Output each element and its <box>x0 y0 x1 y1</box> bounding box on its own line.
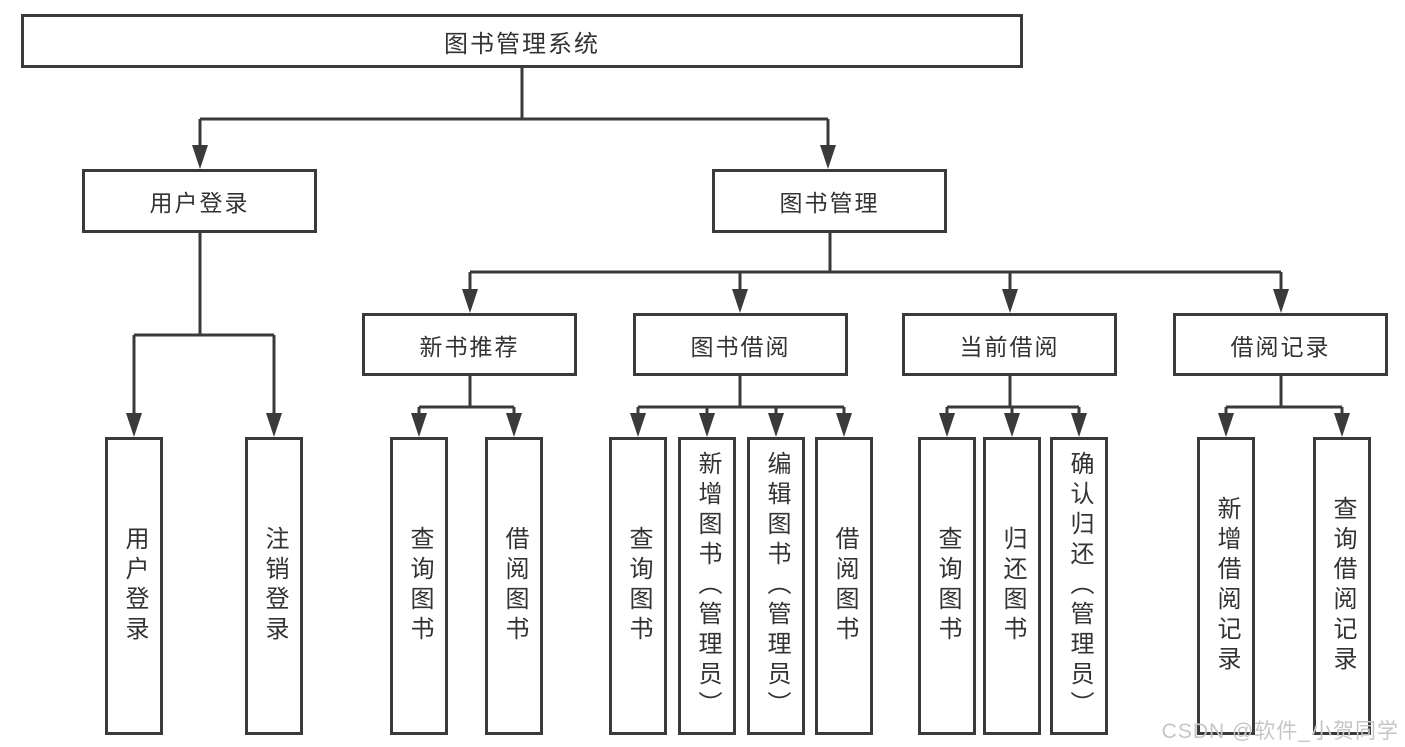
leaf-edit-books-admin: 编辑图书（管理员） <box>747 437 805 735</box>
leaf-label: 编辑图书（管理员） <box>763 451 790 721</box>
leaf-borrow-books: 借阅图书 <box>815 437 873 735</box>
leaf-label: 归还图书 <box>999 526 1026 646</box>
leaf-label: 查询图书 <box>406 526 433 646</box>
leaf-label: 新增借阅记录 <box>1213 496 1240 676</box>
csdn-watermark: CSDN @软件_小贺同学 <box>1161 720 1399 743</box>
leaf-confirm-return-admin: 确认归还（管理员） <box>1050 437 1108 735</box>
node-label: 新书推荐 <box>419 333 520 360</box>
leaf-label: 用户登录 <box>121 526 148 646</box>
leaf-query-books: 查询图书 <box>390 437 448 735</box>
node-label: 当前借阅 <box>959 333 1060 360</box>
leaf-query-books: 查询图书 <box>918 437 976 735</box>
leaf-label: 查询借阅记录 <box>1329 496 1356 676</box>
node-label: 借阅记录 <box>1230 333 1331 360</box>
leaf-label: 借阅图书 <box>501 526 528 646</box>
leaf-query-borrow-record: 查询借阅记录 <box>1313 437 1371 735</box>
leaf-return-books: 归还图书 <box>983 437 1041 735</box>
node-borrow-records: 借阅记录 <box>1173 313 1388 376</box>
leaf-label: 查询图书 <box>934 526 961 646</box>
node-label: 图书管理系统 <box>444 30 600 58</box>
node-label: 图书管理 <box>779 190 880 216</box>
node-book-management: 图书管理 <box>712 169 947 233</box>
leaf-label: 新增图书（管理员） <box>694 451 721 721</box>
node-new-book-recommend: 新书推荐 <box>362 313 577 376</box>
node-label: 用户登录 <box>149 190 250 216</box>
node-user-login: 用户登录 <box>82 169 317 233</box>
node-library-management-system: 图书管理系统 <box>21 14 1023 68</box>
node-current-borrowing: 当前借阅 <box>902 313 1117 376</box>
leaf-borrow-books: 借阅图书 <box>485 437 543 735</box>
leaf-query-books: 查询图书 <box>609 437 667 735</box>
leaf-label: 借阅图书 <box>831 526 858 646</box>
node-label: 图书借阅 <box>690 333 791 360</box>
leaf-add-borrow-record: 新增借阅记录 <box>1197 437 1255 735</box>
leaf-label: 注销登录 <box>261 526 288 646</box>
arrowheads <box>126 145 1350 437</box>
leaf-logout: 注销登录 <box>245 437 303 735</box>
leaf-label: 查询图书 <box>625 526 652 646</box>
leaf-add-books-admin: 新增图书（管理员） <box>678 437 736 735</box>
node-book-borrowing: 图书借阅 <box>633 313 848 376</box>
leaf-user-login: 用户登录 <box>105 437 163 735</box>
leaf-label: 确认归还（管理员） <box>1066 451 1093 721</box>
